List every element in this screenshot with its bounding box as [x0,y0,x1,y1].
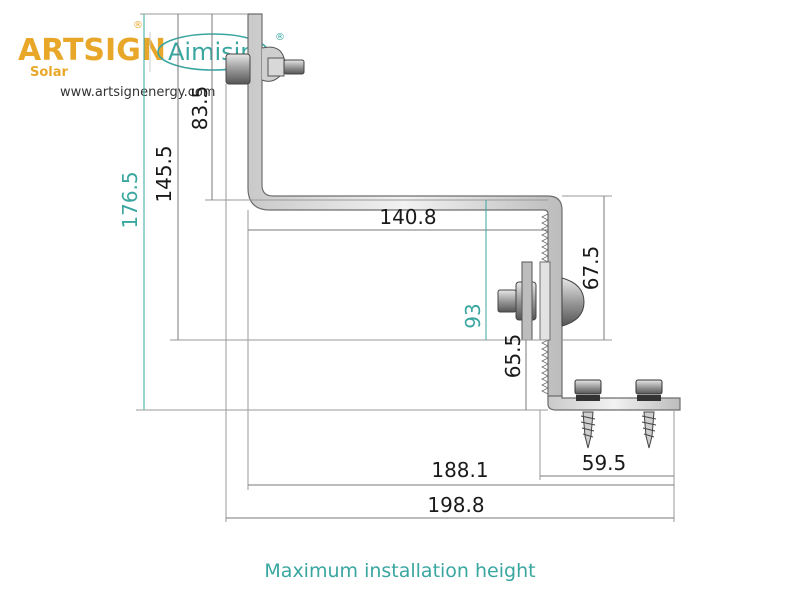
website-text: www.artsignenergy.com [60,85,215,100]
dim-vertical-slot: 67.5 [579,246,603,291]
dim-horizontal-arm: 140.8 [379,205,436,229]
top-bolt-icon [225,46,305,85]
dimension-lines [143,14,674,519]
dim-base-length: 188.1 [431,458,488,482]
dim-mid-height: 93 [461,303,485,328]
bracket-body [247,13,681,411]
brand-solar-text: Solar [30,65,69,80]
dim-overall-length: 198.8 [427,493,484,517]
brand-art-text: ARTSIGN [18,33,166,68]
left-screw-icon [574,379,602,449]
dim-upper-total: 145.5 [152,145,176,202]
dim-foot-width: 59.5 [582,451,627,475]
dim-overall-height: 176.5 [118,171,142,228]
registered-mark: ® [133,20,143,31]
dim-upper-arm: 83.5 [188,86,212,131]
middle-bolt-icon [497,261,585,341]
right-screw-icon [635,379,663,449]
dimension-labels: 83.5 145.5 176.5 140.8 67.5 93 65.5 188.… [118,86,626,517]
registered-mark-2: ® [275,32,285,43]
adjust-plate [539,261,551,341]
extension-lines [136,13,675,522]
dim-lower-arm: 65.5 [501,334,525,379]
diagram-caption: Maximum installation height [264,560,535,582]
